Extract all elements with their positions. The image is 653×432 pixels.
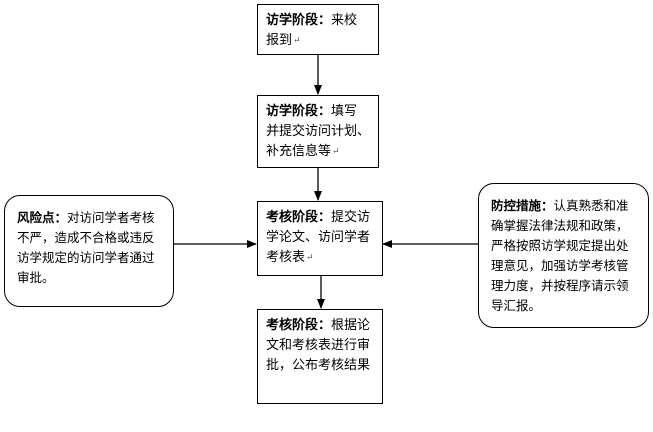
flow-step-1: 访学阶段：来校报到↵	[257, 4, 379, 55]
step-2-title: 访学阶段	[266, 104, 319, 119]
control-title: 防控措施	[491, 198, 542, 213]
risk-title: 风险点	[17, 210, 55, 225]
control-measures-box: 防控措施：认真熟悉和准确掌握法律法规和政策，严格按照访学规定提出处理意见，加强访…	[478, 183, 649, 328]
paragraph-mark: ↵	[293, 36, 301, 46]
flow-step-3: 考核阶段：提交访学论文、访问学者考核表↵	[257, 201, 383, 276]
risk-point-box: 风险点：对访问学者考核不严，造成不合格或违反访学规定的访问学者通过审批。	[4, 195, 174, 307]
step-3-title: 考核阶段	[266, 210, 319, 225]
flow-step-4: 考核阶段：根据论文和考核表进行审批，公布考核结果	[257, 309, 383, 404]
control-text: 认真熟悉和准确掌握法律法规和政策，严格按照访学规定提出处理意见，加强访学考核管理…	[491, 198, 629, 313]
risk-text: 对访问学者考核不严，造成不合格或违反访学规定的访问学者通过审批。	[17, 210, 155, 285]
step-4-title: 考核阶段	[266, 318, 319, 333]
step-1-title: 访学阶段	[266, 13, 319, 28]
paragraph-mark: ↵	[306, 253, 314, 263]
step-2-text: 填写并提交访问计划、补充信息等	[266, 104, 371, 159]
step-4-text: 根据论文和考核表进行审批，公布考核结果	[266, 318, 371, 373]
paragraph-mark: ↵	[332, 147, 340, 157]
flow-step-2: 访学阶段：填写并提交访问计划、补充信息等↵	[257, 95, 379, 168]
step-1-text: 来校报到	[266, 13, 358, 48]
step-3-text: 提交访学论文、访问学者考核表	[266, 210, 371, 265]
